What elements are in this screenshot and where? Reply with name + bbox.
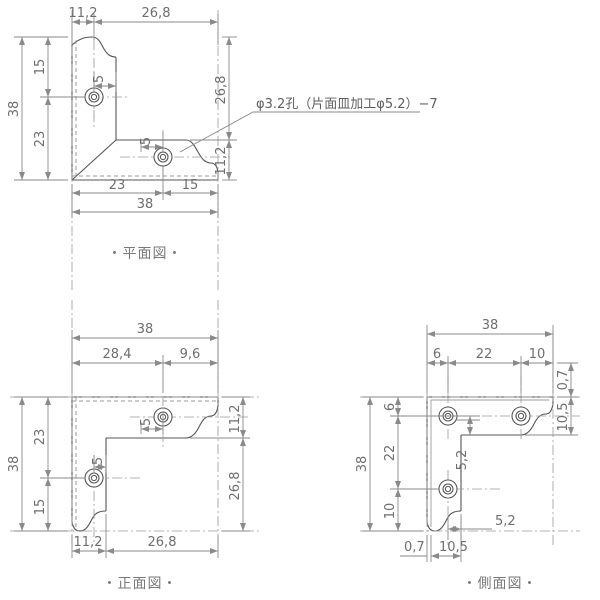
plan-dim-left-15: 15 <box>33 59 48 76</box>
plan-dim-offset-2: 5 <box>139 137 154 145</box>
side-dim-top-inner <box>426 334 554 393</box>
front-hole-2 <box>84 468 104 488</box>
front-dim-15: 15 <box>33 499 48 516</box>
view-front: 38 28,4 9,6 38 23 15 <box>7 300 260 592</box>
side-dim-left-22: 22 <box>383 445 398 462</box>
front-dim-offset-2: 5 <box>91 457 106 465</box>
front-dim-96: 9,6 <box>180 347 201 362</box>
plan-dim-bottom-38: 38 <box>137 197 154 212</box>
plan-view-label: ・平面図・ <box>108 246 183 262</box>
front-hidden-lines <box>72 397 218 528</box>
side-thickness-lines <box>430 399 549 527</box>
front-dim-right <box>190 396 250 532</box>
side-dim-right-07: 0,7 <box>556 370 571 391</box>
plan-dim-left-inner <box>40 36 85 181</box>
plan-dim-top-1: 11,2 <box>69 6 98 21</box>
plan-dim-left-outer <box>14 36 68 181</box>
side-view-label: ・側面図・ <box>463 576 538 592</box>
side-dim-left-inner <box>390 396 439 532</box>
plan-dim-top <box>71 14 219 45</box>
front-dim-right-112: 11,2 <box>228 405 243 434</box>
side-dim-left-10: 10 <box>383 503 398 520</box>
side-dim-bottom-105: 10,5 <box>439 540 468 555</box>
front-dim-bottom <box>71 514 219 558</box>
side-dim-top-38: 38 <box>482 318 499 333</box>
hole-callout: φ3.2孔（片面皿加工φ5.2）−7 <box>179 97 438 153</box>
plan-dim-bottom-23: 23 <box>109 178 126 193</box>
side-dim-right <box>525 362 578 436</box>
front-dim-284: 28,4 <box>103 347 132 362</box>
plan-hole-1 <box>84 87 104 107</box>
front-dim-hole-offsets <box>93 412 164 473</box>
side-dim-bottom <box>400 514 462 562</box>
plan-dim-left-23: 23 <box>33 131 48 148</box>
front-dim-top-38: 38 <box>137 322 154 337</box>
hole-callout-text: φ3.2孔（片面皿加工φ5.2）−7 <box>256 97 438 112</box>
side-dim-52-a: 5,2 <box>455 450 470 471</box>
side-dim-bottom-07: 0,7 <box>404 540 425 555</box>
side-dim-22: 22 <box>476 347 493 362</box>
plan-dim-right-112: 11,2 <box>214 147 229 176</box>
view-side: 38 6 22 10 38 <box>355 318 580 592</box>
plan-dim-right-268: 26,8 <box>214 76 229 105</box>
side-hole-2 <box>511 406 531 426</box>
plan-dim-right <box>190 36 237 181</box>
side-dim-thickness-2 <box>447 516 492 540</box>
side-dim-right-105: 10,5 <box>556 403 571 432</box>
front-dim-bottom-268: 26,8 <box>148 535 177 550</box>
front-dim-right-268: 26,8 <box>228 472 243 501</box>
side-dim-52-b: 5,2 <box>495 514 516 529</box>
plan-dim-bottom-15: 15 <box>182 178 199 193</box>
front-dim-bottom-112: 11,2 <box>74 535 103 550</box>
front-view-label: ・正面図・ <box>103 576 178 592</box>
side-dim-thickness-1 <box>432 415 480 435</box>
front-dim-top-inner <box>71 338 219 393</box>
plan-dim-left-outer: 38 <box>7 101 22 118</box>
side-hole-3 <box>438 479 458 499</box>
plan-dim-hole-offsets <box>93 72 164 152</box>
plan-hidden-lines <box>72 40 218 180</box>
front-dim-23: 23 <box>33 429 48 446</box>
front-dim-offset-1: 5 <box>139 418 154 426</box>
plan-dim-top-2: 26,8 <box>142 6 171 21</box>
plan-dim-bottom-outer <box>71 193 219 218</box>
front-dim-left-inner <box>40 396 85 532</box>
plan-dim-offset-1: 5 <box>92 75 107 83</box>
side-dim-10: 10 <box>529 347 546 362</box>
side-dim-left-38: 38 <box>355 456 370 473</box>
view-plan: 11,2 26,8 38 15 23 26,8 11,2 <box>7 6 237 290</box>
side-dim-left-6: 6 <box>383 403 398 411</box>
front-dim-left-38: 38 <box>7 456 22 473</box>
side-dim-6: 6 <box>433 347 441 362</box>
